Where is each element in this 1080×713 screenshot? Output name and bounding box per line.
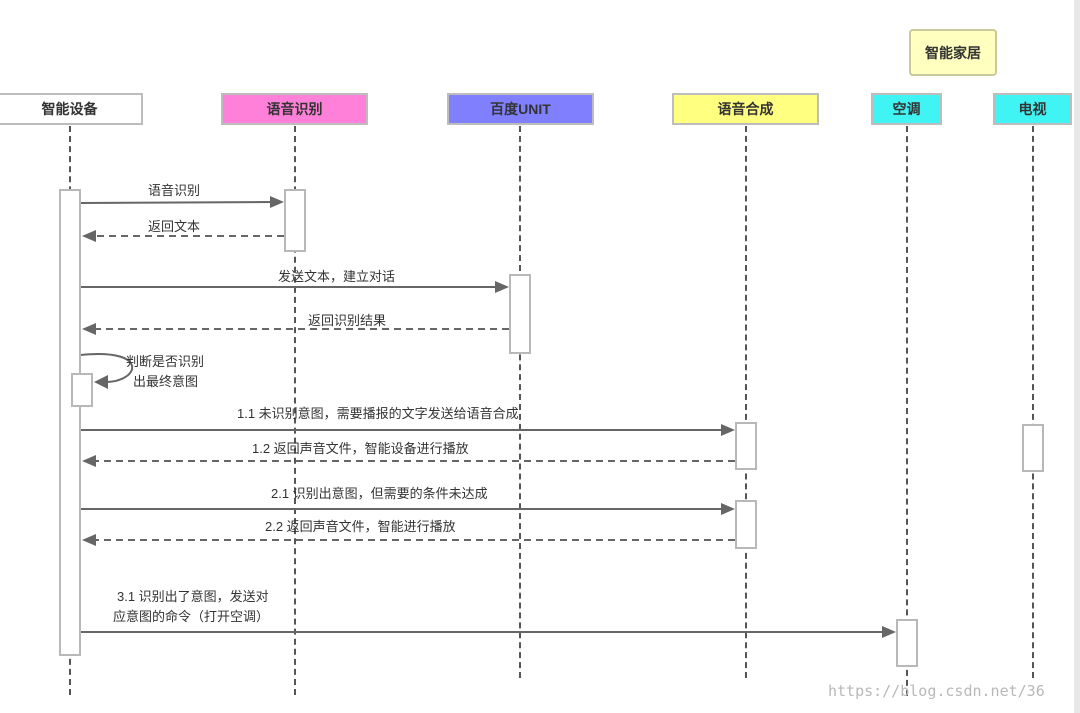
participant-smart-device-label: 智能设备 (41, 101, 98, 117)
arrow-speech-recognition (80, 201, 273, 204)
arrowhead-2-1 (721, 503, 735, 515)
activation-baidu-unit (509, 274, 531, 354)
activation-speech-recognition (284, 189, 306, 252)
arrowhead-1-1 (721, 424, 735, 436)
group-smart-home: 智能家居 (909, 29, 997, 76)
participant-tv: 电视 (993, 93, 1072, 125)
lifeline-air-conditioner (906, 126, 908, 696)
window-edge (1074, 0, 1080, 713)
msg-return-text: 返回文本 (148, 219, 201, 234)
arrowhead-1-2 (82, 455, 96, 467)
arrowhead-return-result (82, 323, 96, 335)
msg-speech-recognition: 语音识别 (148, 183, 201, 198)
arrowhead-3-1 (882, 626, 896, 638)
lifeline-speech-synthesis (745, 126, 747, 678)
participant-air-conditioner-label: 空调 (892, 101, 921, 117)
arrowhead-speech-recognition (270, 196, 284, 208)
msg-1-2: 1.2 返回声音文件，智能设备进行播放 (252, 441, 469, 456)
activation-smart-device (59, 189, 81, 656)
lifeline-tv (1032, 126, 1034, 678)
participant-tv-label: 电视 (1018, 101, 1047, 117)
participant-baidu-unit-label: 百度UNIT (490, 101, 551, 117)
msg-2-1: 2.1 识别出意图，但需要的条件未达成 (271, 486, 488, 501)
msg-self-judge-line2: 出最终意图 (133, 374, 199, 389)
arrow-self-judge (80, 353, 133, 383)
msg-2-2: 2.2 返回声音文件，智能进行播放 (265, 519, 456, 534)
watermark: https://blog.csdn.net/36 (828, 682, 1045, 700)
participant-smart-device: 智能设备 (0, 93, 143, 125)
activation-speech-synthesis-2 (735, 500, 757, 549)
msg-3-1-line2: 应意图的命令（打开空调） (113, 609, 270, 624)
participant-speech-recognition-label: 语音识别 (266, 101, 323, 117)
arrowhead-return-text (82, 230, 96, 242)
group-smart-home-label: 智能家居 (925, 44, 981, 61)
msg-1-1: 1.1 未识别意图，需要播报的文字发送给语音合成 (237, 406, 519, 421)
arrowhead-2-2 (82, 534, 96, 546)
msg-return-result: 返回识别结果 (308, 313, 387, 328)
participant-speech-recognition: 语音识别 (221, 93, 368, 125)
msg-self-judge-line1: 判断是否识别 (126, 354, 205, 369)
arrowhead-send-text (495, 281, 509, 293)
arrowhead-self-judge (94, 375, 108, 389)
lifeline-speech-recognition (294, 126, 296, 695)
msg-send-text: 发送文本，建立对话 (278, 269, 396, 284)
activation-smart-device-self (71, 373, 93, 407)
lifeline-baidu-unit (519, 126, 521, 678)
participant-speech-synthesis: 语音合成 (672, 93, 819, 125)
participant-baidu-unit: 百度UNIT (447, 93, 594, 125)
activation-air-conditioner (896, 619, 918, 667)
activation-tv (1022, 424, 1044, 472)
participant-air-conditioner: 空调 (871, 93, 942, 125)
activation-speech-synthesis-1 (735, 422, 757, 470)
participant-speech-synthesis-label: 语音合成 (717, 101, 774, 117)
msg-3-1-line1: 3.1 识别出了意图，发送对 (117, 589, 269, 604)
